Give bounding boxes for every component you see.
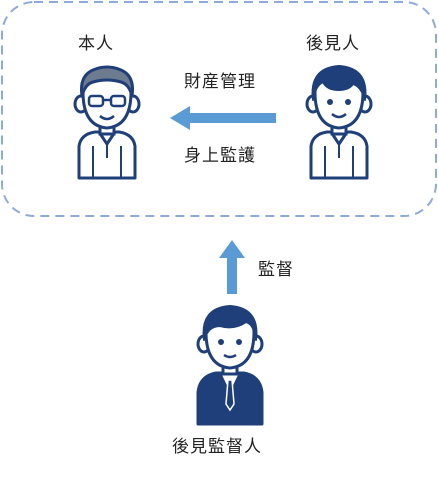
up-arrow-icon — [219, 240, 245, 294]
left-arrow-icon — [170, 106, 276, 130]
personal-custody-label: 身上監護 — [184, 146, 256, 166]
guardian-figure — [305, 65, 373, 180]
dashed-frame — [1, 1, 437, 217]
principal-figure — [73, 65, 141, 180]
principal-label: 本人 — [78, 34, 114, 54]
supervisor-label: 後見監督人 — [172, 437, 262, 457]
supervisor-figure — [196, 305, 264, 426]
supervision-label: 監督 — [258, 260, 294, 280]
guardian-label: 後見人 — [306, 34, 360, 54]
property-management-label: 財産管理 — [184, 72, 256, 92]
